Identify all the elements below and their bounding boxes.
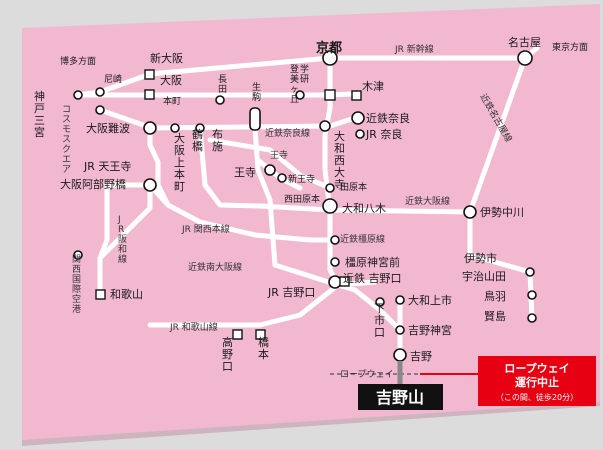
station-label: 和歌山: [110, 287, 143, 301]
map-background: [22, 4, 600, 440]
station-label: 鳥羽: [484, 289, 506, 303]
line-label: JR 新幹線: [394, 43, 434, 55]
station-label: 伊勢中川: [480, 205, 524, 219]
line-label: 近鉄橿原線: [340, 233, 385, 245]
destination-badge: 吉野山: [358, 384, 443, 410]
station-label: 近鉄 吉野口: [343, 271, 402, 285]
notice-box: [478, 356, 596, 406]
station-label: コスモスクエア: [62, 105, 71, 175]
station-label: 賢島: [484, 309, 506, 323]
line-label: 近鉄南大阪線: [188, 261, 242, 273]
ropeway-notice: ロープウェイ 運行中止 （この間、徒歩20分）: [478, 356, 596, 406]
line-label: 王寺: [270, 150, 288, 161]
station-label: 布施: [212, 128, 223, 153]
station-label: 本町: [163, 95, 181, 107]
ropeway: [330, 361, 478, 384]
station-label: 東京方面: [552, 41, 588, 53]
station-label: 関西国際空港: [72, 254, 81, 315]
station-label: JR 奈良: [365, 127, 402, 141]
station-label: 橋本: [258, 335, 269, 361]
station-label: 田原本: [340, 181, 367, 193]
line-label: JR 和歌山線: [169, 321, 218, 333]
station-label: 高野口: [222, 335, 233, 373]
station-label: 吉野: [410, 350, 432, 363]
station-label: 大阪上本町: [174, 131, 185, 193]
station-label: 西田原本: [284, 193, 320, 205]
station-label: 新王寺: [288, 173, 315, 185]
notice-line-3: （この間、徒歩20分）: [496, 392, 578, 402]
station-label: 学研: [300, 63, 309, 85]
station-label: 橿原神宮前: [345, 255, 400, 269]
station-label: 生駒: [252, 81, 261, 103]
station-label: 名古屋: [508, 35, 541, 49]
station-label: 吉野神宮: [408, 323, 452, 337]
station-label: 下市口: [374, 302, 385, 339]
station-label: 宇治山田: [462, 269, 506, 283]
station-label: 博多方面: [60, 55, 96, 67]
station-label: 新大阪: [150, 51, 183, 65]
station-label: JR 吉野口: [267, 286, 315, 299]
station-label: 大阪難波: [86, 121, 130, 135]
station-label: 伊勢市: [464, 251, 497, 265]
station-label: 近鉄奈良: [366, 111, 410, 125]
station-label: 鶴橋: [192, 127, 203, 153]
map-shadow: [22, 402, 600, 446]
station-label: 大阪: [160, 73, 182, 87]
station-label: JR 天王寺: [83, 160, 131, 173]
line-label: 近鉄奈良線: [265, 127, 310, 139]
station-markers: [73, 50, 537, 362]
line-label: ロープウェイ: [340, 369, 393, 380]
station-label: 大和八木: [342, 201, 386, 215]
destination-label: 吉野山: [376, 388, 424, 407]
station-label: 長田: [218, 74, 227, 95]
station-label: 神戸三宮: [34, 89, 45, 139]
station-label: 大和上市: [408, 293, 452, 307]
line-label: 近鉄大阪線: [405, 195, 450, 207]
station-label: 京都: [316, 40, 342, 56]
station-label: 木津: [362, 80, 384, 93]
notice-line-2: 運行中止: [515, 375, 559, 389]
line-label: JR 関西本線: [181, 223, 230, 235]
station-label: 尼崎: [104, 73, 122, 85]
notice-line-1: ロープウェイ: [504, 361, 569, 375]
station-label: 登美ヶ丘: [290, 64, 299, 105]
station-label: 王寺: [234, 166, 256, 179]
station-label: 大和西大寺: [334, 129, 345, 191]
station-label: 大阪阿部野橋: [60, 177, 126, 191]
